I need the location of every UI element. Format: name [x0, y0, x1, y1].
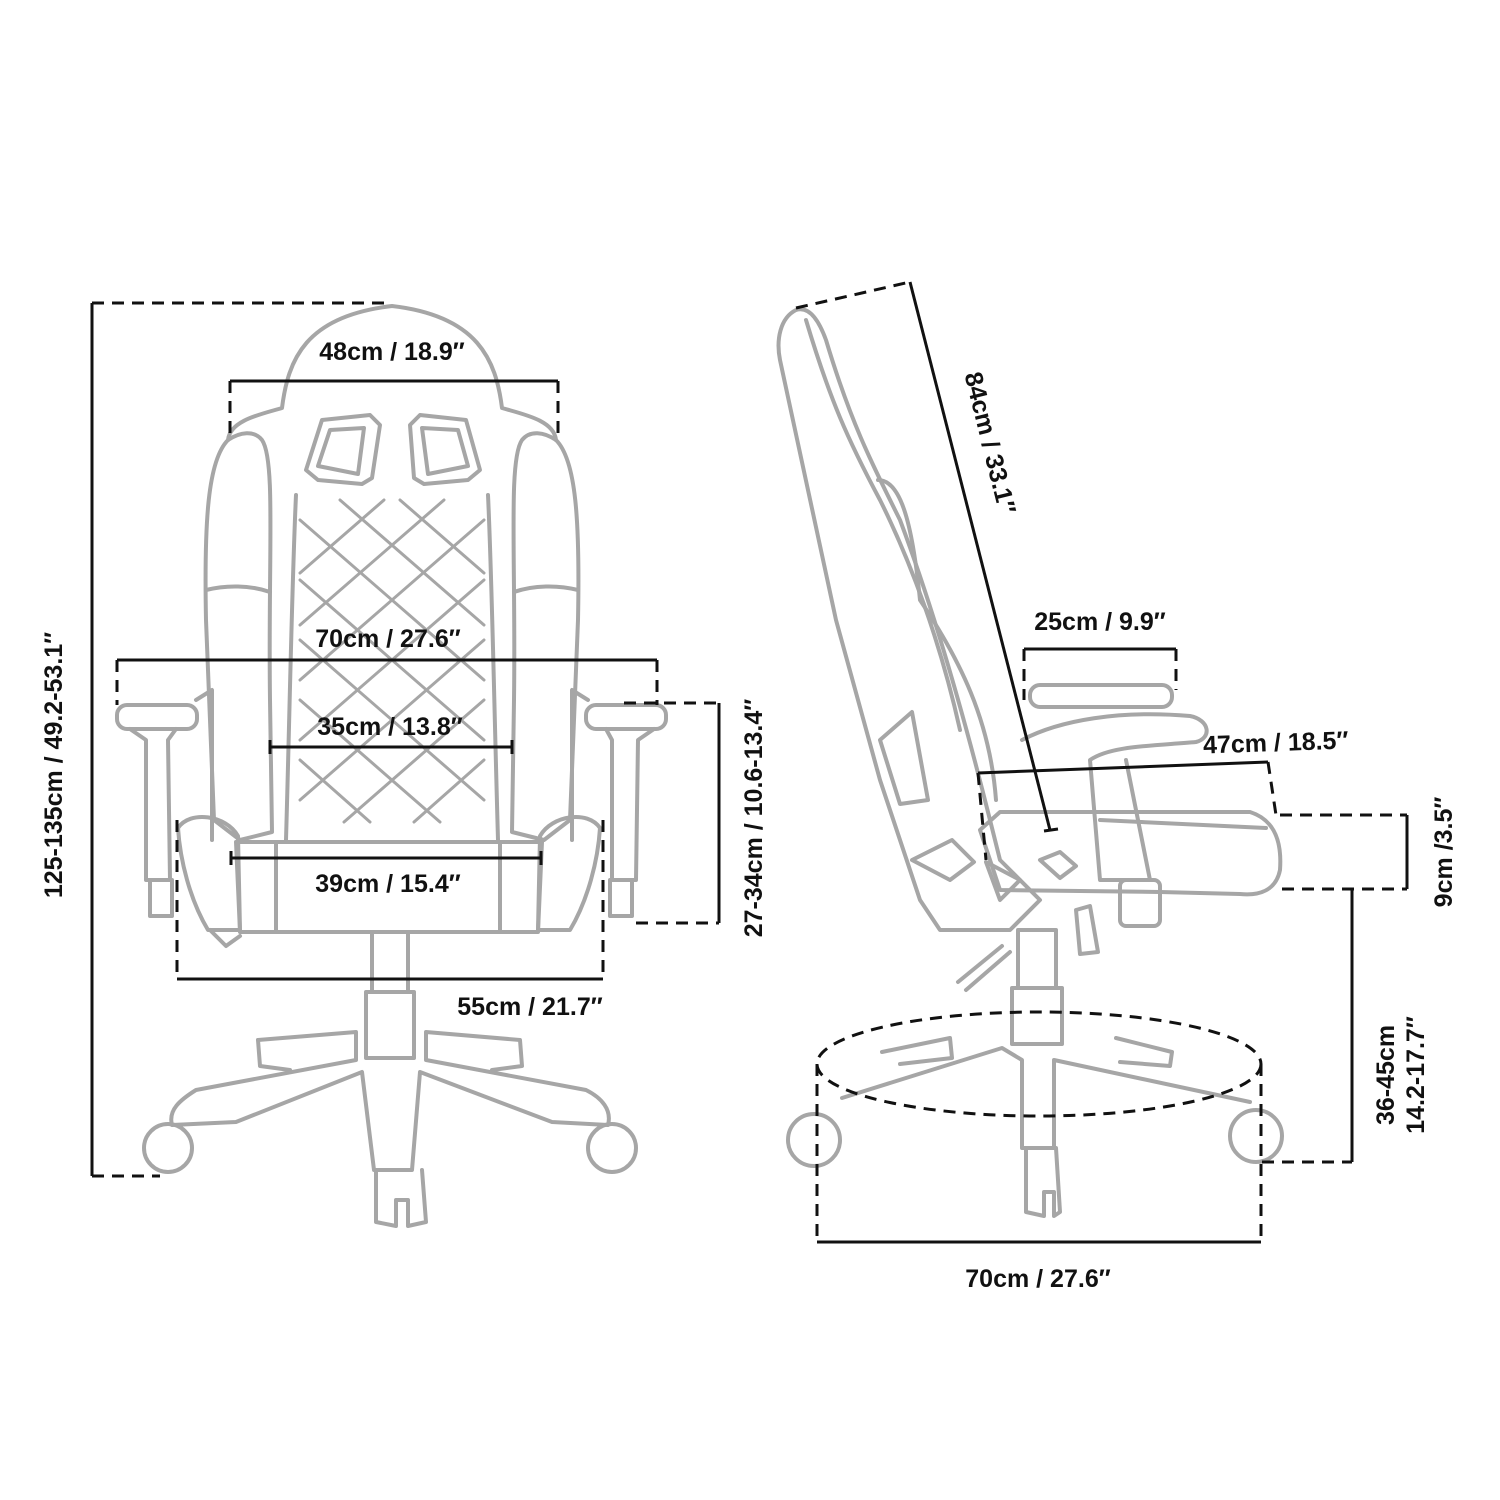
side-dimension-lines — [795, 280, 1409, 1244]
seat-depth-label: 47cm / 18.5″ — [1203, 726, 1349, 759]
seat-height-cm-label: 36-45cm — [1372, 1025, 1400, 1125]
backrest-width-label: 35cm / 13.8″ — [317, 713, 462, 741]
base-diameter-label: 70cm / 27.6″ — [965, 1265, 1110, 1293]
backrest-height-label: 84cm / 33.1″ — [959, 369, 1021, 517]
front-view-chair-drawing — [115, 304, 668, 1228]
seat-thickness-label: 9cm /3.5″ — [1430, 797, 1458, 908]
seat-total-width-label: 55cm / 21.7″ — [457, 993, 602, 1021]
headrest-width-label: 48cm / 18.9″ — [319, 338, 464, 366]
seat-height-in-label: 14.2-17.7″ — [1402, 1016, 1430, 1134]
armrest-height-label: 27-34cm / 10.6-13.4″ — [740, 699, 768, 938]
side-view-chair-drawing — [776, 307, 1284, 1218]
total-height-label: 125-135cm / 49.2-53.1″ — [40, 632, 68, 898]
front-dimension-lines — [90, 301, 721, 1178]
armrest-span-label: 70cm / 27.6″ — [315, 625, 460, 653]
seat-width-label: 39cm / 15.4″ — [315, 870, 460, 898]
armrest-length-label: 25cm / 9.9″ — [1034, 608, 1166, 636]
